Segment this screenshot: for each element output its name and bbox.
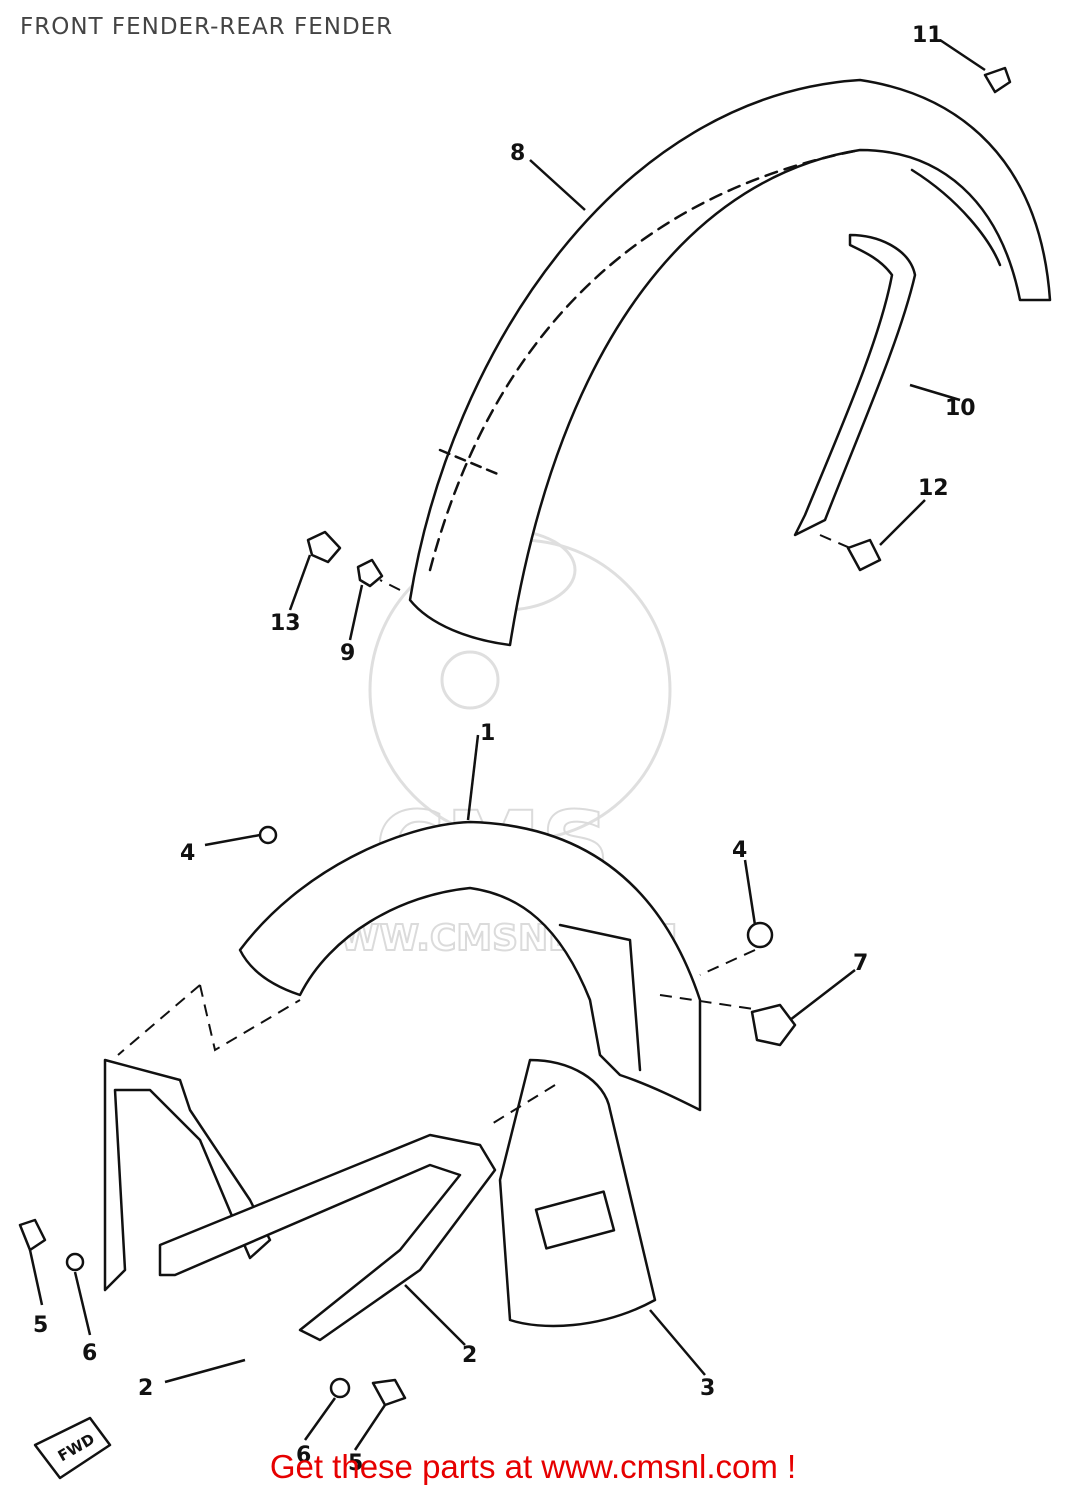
callout-2-right: 2 — [462, 1343, 477, 1368]
nut-9 — [356, 558, 384, 588]
callout-11: 11 — [912, 23, 943, 48]
fwd-arrow-icon — [33, 1416, 112, 1480]
front-fender-stay-right — [158, 1133, 497, 1342]
clamp-7 — [750, 1003, 797, 1047]
washer-6-left — [65, 1252, 85, 1272]
callout-9: 9 — [340, 641, 355, 666]
callout-6-left: 6 — [82, 1341, 97, 1366]
washer-6-right — [329, 1377, 351, 1399]
callout-7: 7 — [853, 951, 868, 976]
rear-fender — [408, 78, 1052, 647]
page-title: FRONT FENDER-REAR FENDER — [20, 14, 394, 40]
nut-4-right — [746, 921, 774, 949]
callout-10: 10 — [945, 396, 976, 421]
nut-13 — [306, 530, 342, 564]
rear-fender-stay — [793, 233, 917, 537]
bolt-5-right — [371, 1378, 407, 1407]
bolt-5-left — [18, 1218, 47, 1252]
callout-13: 13 — [270, 611, 301, 636]
bolt-12 — [846, 538, 882, 572]
callout-6-right: 6 — [296, 1443, 311, 1468]
callout-3: 3 — [700, 1376, 715, 1401]
nut-4-left — [258, 825, 278, 845]
callout-4-right: 4 — [732, 838, 747, 863]
callout-1: 1 — [480, 721, 495, 746]
callout-4-left: 4 — [180, 841, 195, 866]
front-fender — [238, 820, 702, 1112]
number-plate — [498, 1058, 657, 1328]
bolt-11 — [983, 66, 1012, 94]
callout-12: 12 — [918, 476, 949, 501]
footer-link[interactable]: Get these parts at www.cmsnl.com ! — [269, 1448, 797, 1485]
callout-5-right: 5 — [348, 1451, 363, 1476]
callout-2-left: 2 — [138, 1376, 153, 1401]
callout-8: 8 — [510, 141, 525, 166]
callout-5-left: 5 — [33, 1313, 48, 1338]
